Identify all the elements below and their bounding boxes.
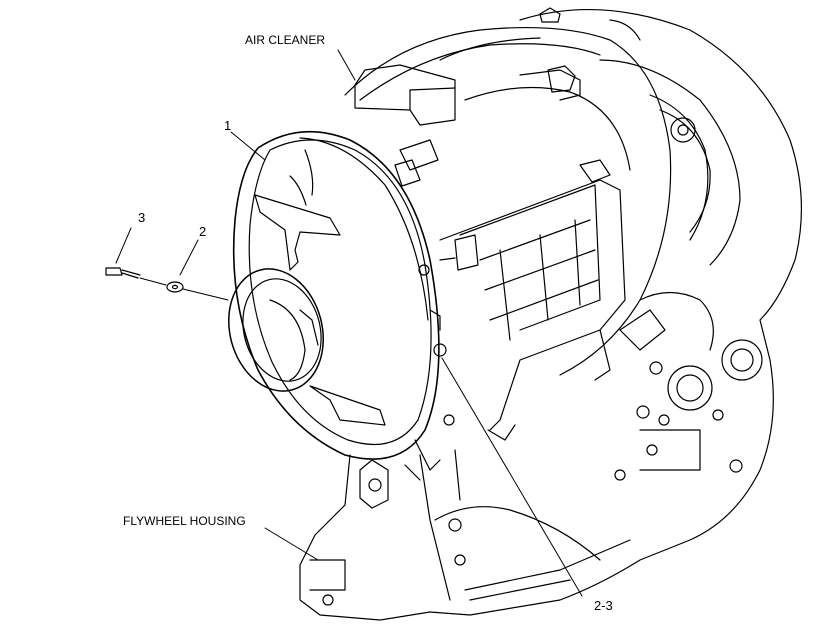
washer-part-2 [166, 281, 184, 293]
callout-1: 1 [224, 118, 232, 133]
bolt-part-3 [105, 267, 141, 279]
label-flywheel-housing: FLYWHEEL HOUSING [123, 514, 246, 528]
assembly-centerline [139, 277, 229, 301]
leader-lines [115, 49, 583, 597]
inlet-tab [354, 64, 456, 126]
mounting-bracket [439, 179, 626, 441]
engine-block [429, 7, 803, 616]
callout-2-3: 2-3 [594, 598, 613, 613]
callout-2: 2 [199, 224, 207, 239]
flywheel-housing [299, 439, 631, 621]
air-cleaner-cover [228, 130, 455, 460]
callout-3: 3 [138, 210, 146, 225]
label-air-cleaner: AIR CLEANER [245, 33, 326, 47]
air-cleaner-canister [344, 26, 672, 376]
